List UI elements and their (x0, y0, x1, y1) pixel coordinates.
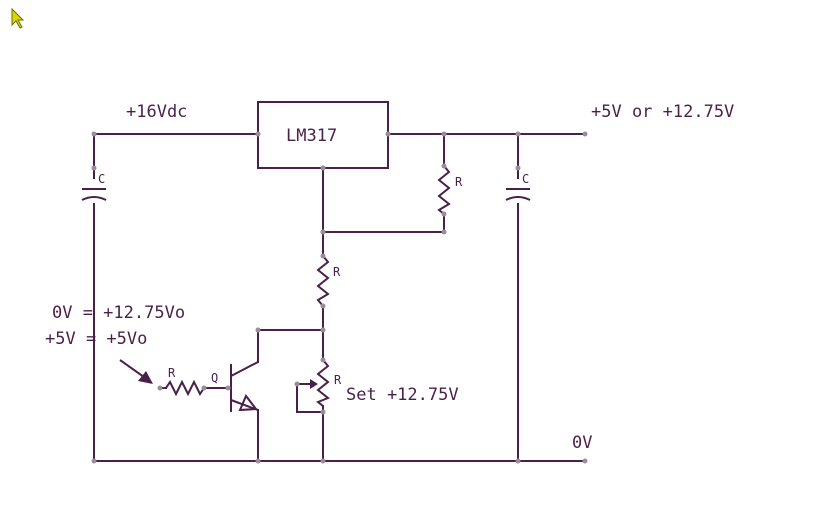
base-resistor-label: R (168, 366, 176, 380)
input-arrow-icon (119, 359, 153, 384)
output-voltage-label: +5V or +12.75V (591, 102, 734, 122)
logic-high-label: +5V = +5Vo (45, 329, 147, 349)
feedback-resistor-label: R (455, 175, 463, 189)
input-voltage-label: +16Vdc (126, 102, 187, 122)
potentiometer (316, 359, 330, 407)
mouse-cursor-icon (11, 7, 25, 29)
potentiometer-label: R (334, 373, 342, 387)
npn-transistor (228, 361, 259, 412)
input-capacitor-label: C (98, 172, 105, 186)
ground-label: 0V (572, 433, 592, 453)
middle-resistor-label: R (333, 265, 341, 279)
potentiometer-wiper-arrow-icon (310, 379, 318, 389)
input-capacitor (81, 188, 107, 201)
set-adjust-label: Set +12.75V (346, 385, 459, 405)
feedback-resistor (437, 165, 451, 215)
output-capacitor (505, 188, 531, 201)
logic-low-label: 0V = +12.75Vo (52, 303, 185, 323)
regulator-label: LM317 (286, 126, 337, 146)
middle-resistor (316, 255, 330, 307)
wires (93, 133, 586, 462)
transistor-label: Q (211, 371, 218, 385)
base-resistor (165, 379, 205, 397)
output-capacitor-label: C (522, 172, 529, 186)
junction-nodes (91, 131, 588, 464)
